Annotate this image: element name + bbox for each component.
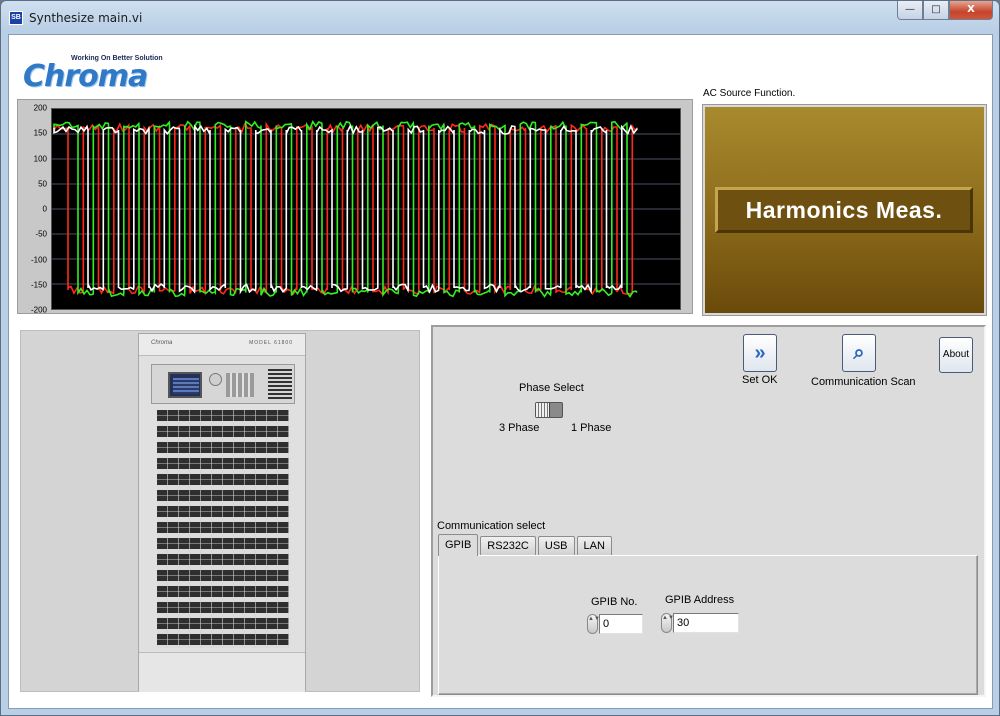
rack-header: Chroma MODEL 61800 xyxy=(139,334,305,356)
device-image-panel: Chroma MODEL 61800 xyxy=(20,330,420,692)
waveform-series-white xyxy=(53,124,638,295)
y-tick-label: -200 xyxy=(30,305,47,315)
device-vent-small xyxy=(268,369,292,399)
gpib-no-label: GPIB No. xyxy=(591,596,638,608)
y-tick-label: 200 xyxy=(33,103,47,113)
tab-lan[interactable]: LAN xyxy=(576,536,612,556)
device-front-panel xyxy=(151,364,295,404)
rack-base xyxy=(139,652,305,692)
y-tick-label: -100 xyxy=(30,255,47,264)
waveform-series-red xyxy=(53,121,638,296)
chroma-logo: Chroma Working On Better Solution xyxy=(23,51,173,94)
communication-scan-button[interactable]: ⌕ xyxy=(842,334,876,372)
y-tick-label: 50 xyxy=(38,179,47,189)
tab-usb[interactable]: USB xyxy=(537,536,575,556)
control-panel: » Set OK ⌕ Communication Scan About Phas… xyxy=(431,325,986,697)
caption-buttons: — □ X xyxy=(897,1,993,21)
rack-brand: Chroma xyxy=(151,340,173,346)
gpib-tab-page: GPIB No. ▲▼ 0 GPIB Address ▲▼ 30 xyxy=(438,555,978,695)
set-ok-label: Set OK xyxy=(742,374,778,386)
tab-rs232c[interactable]: RS232C xyxy=(480,536,536,556)
gpib-address-spinner[interactable]: ▲▼ xyxy=(661,613,674,633)
device-keypad xyxy=(226,373,254,397)
phase-select-switch[interactable] xyxy=(535,402,563,418)
device-lcd xyxy=(168,372,202,398)
title-bar[interactable]: SB Synthesize main.vi — □ X xyxy=(1,1,999,33)
scan-icon: ⌕ xyxy=(853,342,865,364)
vi-front-panel: Chroma Working On Better Solution 200 150… xyxy=(8,34,993,709)
y-tick-label: -150 xyxy=(30,280,47,290)
y-tick-label: -50 xyxy=(35,229,47,239)
rack-model: MODEL 61800 xyxy=(249,340,293,346)
waveform-graph: 200 150 100 50 0 -50 -100 -150 -200 xyxy=(17,99,693,315)
ac-function-text: Harmonics Meas. xyxy=(745,197,943,223)
double-chevron-right-icon: » xyxy=(754,342,766,364)
app-icon: SB xyxy=(9,11,23,25)
gpib-no-spinner[interactable]: ▲▼ xyxy=(587,614,600,634)
communication-select-label: Communication select xyxy=(437,520,546,532)
phase-select-label: Phase Select xyxy=(519,382,584,394)
about-button[interactable]: About xyxy=(939,337,973,373)
gpib-address-label: GPIB Address xyxy=(665,594,735,606)
phase-option-3: 3 Phase xyxy=(499,422,540,434)
communication-tabs: GPIB RS232C USB LAN xyxy=(438,534,614,556)
ac-source-label: AC Source Function. xyxy=(703,88,796,99)
device-knob xyxy=(209,373,222,386)
tab-gpib[interactable]: GPIB xyxy=(438,534,479,556)
waveform-plot xyxy=(52,120,680,298)
ac-source-panel: Harmonics Meas. xyxy=(702,104,987,316)
minimize-button[interactable]: — xyxy=(897,1,923,20)
y-tick-label: 150 xyxy=(33,128,47,138)
set-ok-button[interactable]: » xyxy=(743,334,777,372)
logo-wordmark: Chroma xyxy=(23,59,148,94)
gpib-address-input[interactable]: 30 xyxy=(673,613,739,633)
gpib-no-input[interactable]: 0 xyxy=(599,614,643,634)
ac-source-device-image: Chroma MODEL 61800 xyxy=(138,333,306,692)
logo-tagline: Working On Better Solution xyxy=(71,55,163,62)
communication-scan-label: Communication Scan xyxy=(811,376,916,388)
switch-thumb xyxy=(536,403,550,417)
phase-option-1: 1 Phase xyxy=(571,422,612,434)
y-tick-label: 0 xyxy=(42,204,47,214)
maximize-button[interactable]: □ xyxy=(923,1,949,20)
y-axis: 200 150 100 50 0 -50 -100 -150 -200 xyxy=(18,104,50,315)
plot-area[interactable] xyxy=(51,108,681,310)
device-vents xyxy=(157,410,289,648)
waveform-series-green xyxy=(53,120,638,298)
ac-function-display: Harmonics Meas. xyxy=(715,187,973,233)
window-title: Synthesize main.vi xyxy=(29,11,143,25)
y-tick-label: 100 xyxy=(33,154,47,163)
close-button[interactable]: X xyxy=(949,1,993,20)
